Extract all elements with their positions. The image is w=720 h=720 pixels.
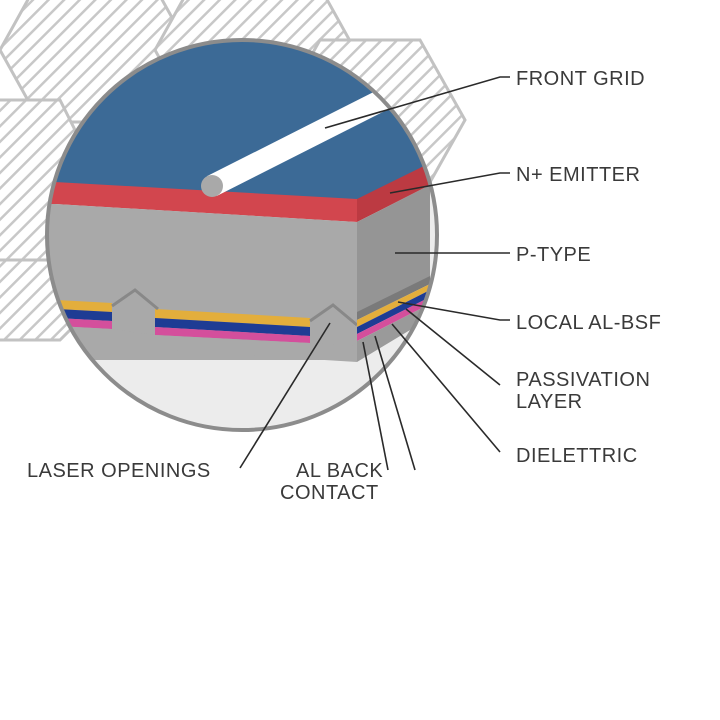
al-back-contact: [47, 323, 357, 362]
labels: FRONT GRID N+ EMITTER P-TYPE LOCAL AL-BS…: [27, 68, 661, 504]
leader-front-grid: [324, 76, 510, 129]
label-passivation-line1: PASSIVATION: [516, 369, 650, 391]
label-laser-openings: LASER OPENINGS: [27, 460, 211, 482]
laser-opening-outline: [111, 288, 159, 311]
dielectric-layer: [155, 318, 310, 336]
label-p-type: P-TYPE: [516, 244, 591, 266]
label-al-back-line1: AL BACK: [296, 460, 383, 482]
p-type-side: [357, 185, 430, 318]
leader-al-back-2: [374, 335, 416, 471]
al-back-side: [357, 304, 430, 362]
label-n-emitter: N+ EMITTER: [516, 164, 640, 186]
leader-laser-openings: [239, 322, 331, 469]
magnifier-border: [45, 38, 439, 432]
label-dielettric: DIELETTRIC: [516, 445, 638, 467]
local-al-bsf-side: [357, 276, 430, 320]
dielectric-side: [357, 290, 430, 334]
label-local-al-bsf: LOCAL AL-BSF: [516, 312, 661, 334]
leader-local-al-bsf: [397, 301, 510, 321]
front-grid-finger: [207, 85, 397, 196]
al-contact-side: [357, 297, 430, 341]
label-passivation-line2: LAYER: [516, 391, 583, 413]
leader-lines: [239, 76, 510, 471]
label-front-grid: FRONT GRID: [516, 68, 645, 90]
front-grid-contact: [201, 175, 223, 197]
leader-passivation: [405, 308, 501, 386]
leader-dielettric: [391, 323, 501, 453]
passivation-layer: [155, 309, 310, 327]
leader-n-emitter: [389, 172, 510, 194]
al-contact-layer: [155, 327, 310, 343]
leader-al-back-1: [362, 341, 389, 471]
passivation-side: [357, 284, 430, 327]
laser-opening-outline: [309, 303, 358, 327]
label-al-back-line2: CONTACT: [280, 482, 379, 504]
n-emitter-layer: [47, 182, 357, 222]
